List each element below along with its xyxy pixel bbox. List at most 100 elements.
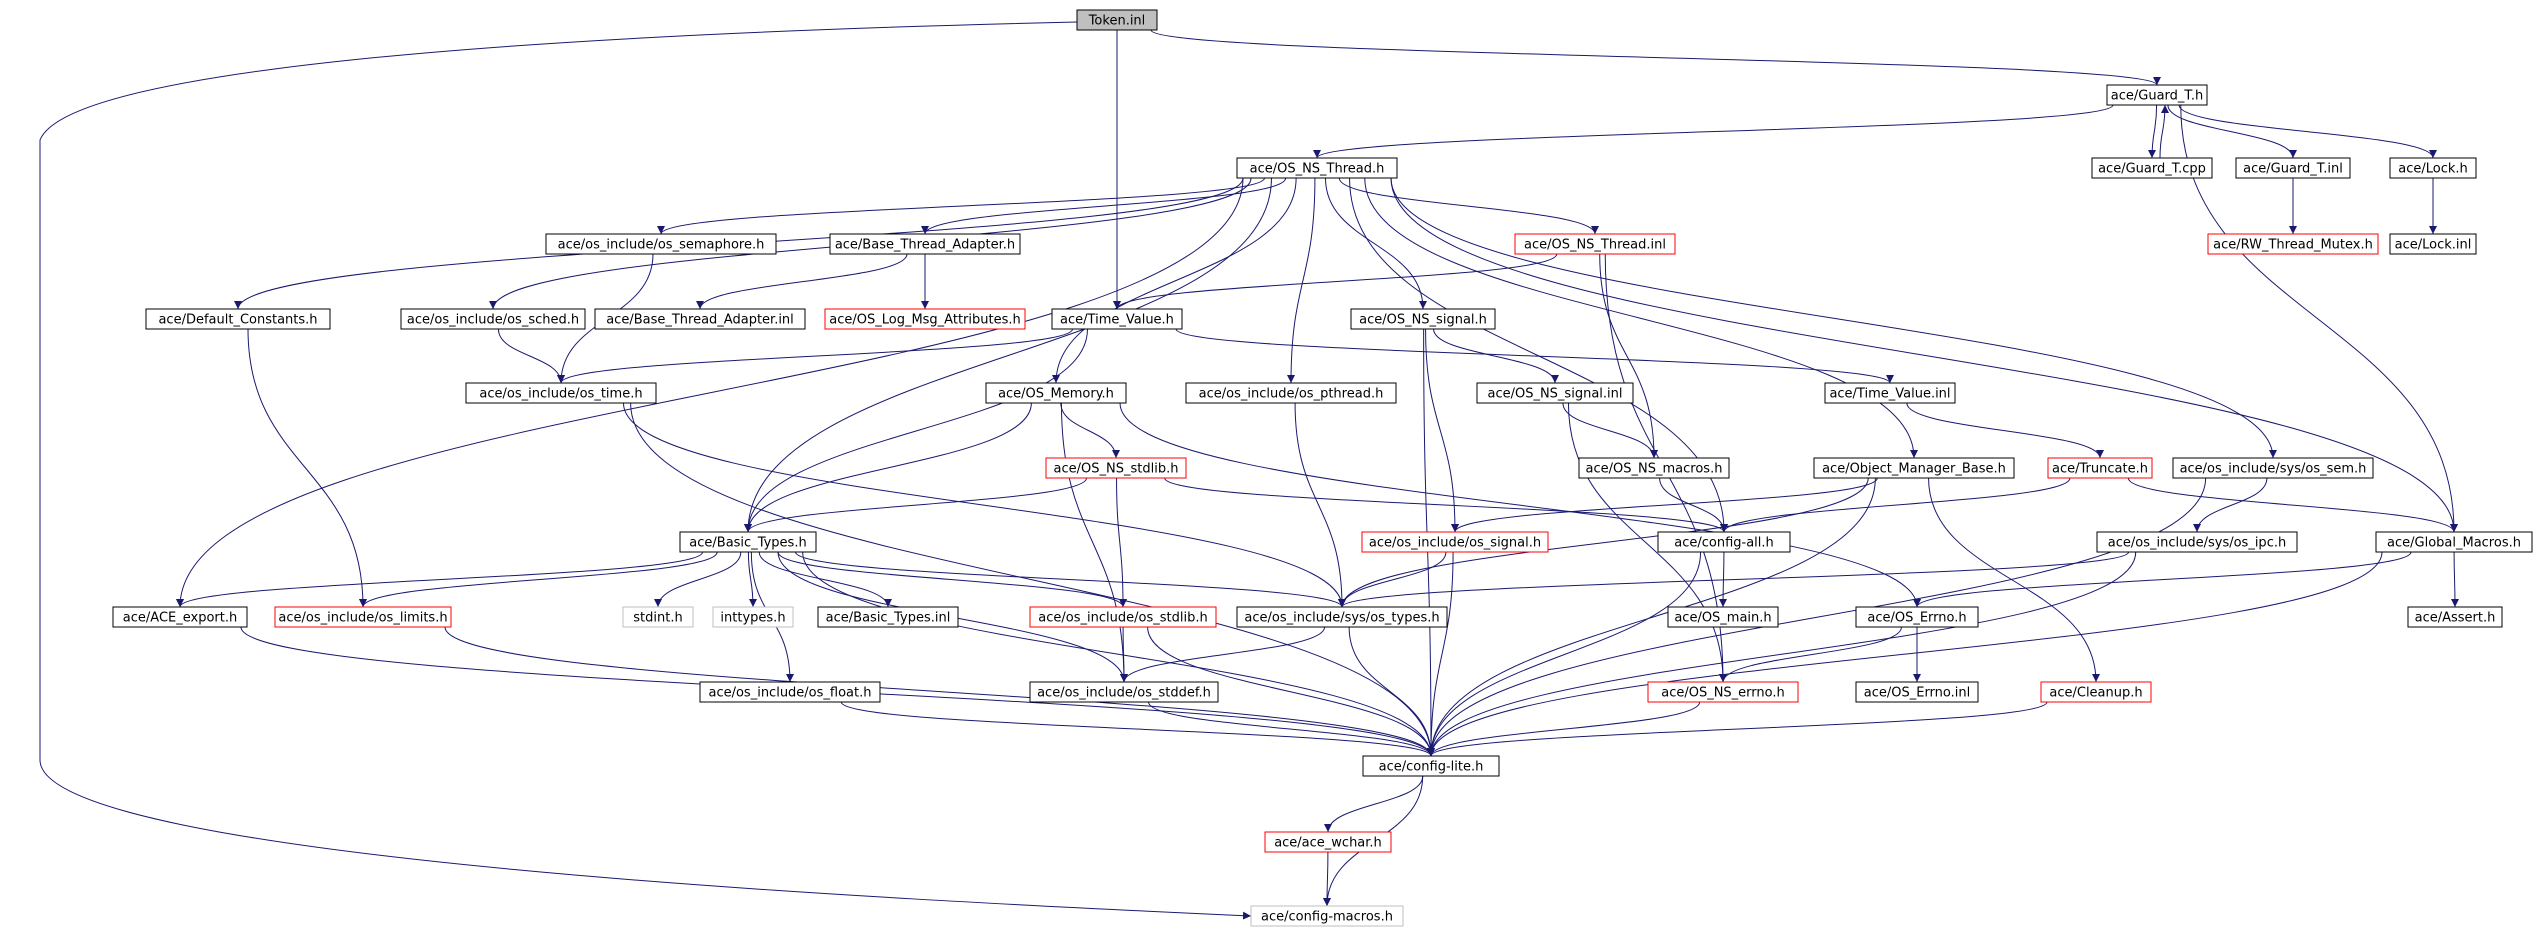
node-label: ace/os_include/os_stddef.h — [1037, 686, 1211, 701]
node-base_thread_adapter_h[interactable]: ace/Base_Thread_Adapter.h — [829, 233, 1021, 255]
node-os_types_h[interactable]: ace/os_include/sys/os_types.h — [1236, 606, 1448, 628]
node-time_value_inl[interactable]: ace/Time_Value.inl — [1824, 382, 1956, 404]
edge-os_ns_signal_h-to-os_ns_signal_inl — [1433, 328, 1559, 384]
node-basic_types_inl[interactable]: ace/Basic_Types.inl — [817, 606, 959, 628]
node-box — [1824, 382, 1956, 404]
node-label: ace/Basic_Types.h — [689, 536, 806, 551]
node-basic_types_h[interactable]: ace/Basic_Types.h — [679, 531, 817, 553]
node-box — [1476, 382, 1634, 404]
node-os_errno_inl[interactable]: ace/OS_Errno.inl — [1855, 681, 1979, 703]
node-os_main_h[interactable]: ace/OS_main.h — [1667, 606, 1779, 628]
node-lock_inl[interactable]: ace/Lock.inl — [2389, 233, 2477, 255]
node-box — [1578, 457, 1730, 479]
node-os_time_h[interactable]: ace/os_include/os_time.h — [465, 382, 657, 404]
edge-object_manager_base_h-to-cleanup_h — [1928, 477, 2100, 683]
node-box — [679, 531, 817, 553]
edge-object_manager_base_h-to-os_types_h — [1338, 477, 1869, 608]
node-box — [2096, 531, 2298, 553]
node-token_inl[interactable]: Token.inl — [1076, 9, 1158, 31]
node-box — [1657, 531, 1791, 553]
node-config_macros_h[interactable]: ace/config-macros.h — [1250, 905, 1404, 927]
node-os_ns_errno_h[interactable]: ace/OS_NS_errno.h — [1647, 681, 1799, 703]
node-label: ace/os_include/sys/os_types.h — [1244, 611, 1439, 626]
node-os_ns_thread_h[interactable]: ace/OS_NS_Thread.h — [1236, 157, 1398, 179]
node-truncate_h[interactable]: ace/Truncate.h — [2047, 457, 2153, 479]
edge-basic_types_h-to-basic_types_inl — [758, 551, 892, 608]
node-os_log_msg_attributes_h[interactable]: ace/OS_Log_Msg_Attributes.h — [824, 308, 1026, 330]
node-label: ace/Base_Thread_Adapter.h — [835, 238, 1015, 253]
edge-os_ns_thread_h-to-os_pthread_h — [1287, 177, 1316, 384]
node-config_lite_h[interactable]: ace/config-lite.h — [1362, 755, 1500, 777]
edge-os_ns_signal_inl-to-os_ns_macros_h — [1562, 402, 1658, 459]
node-label: ace/OS_NS_Thread.h — [1250, 162, 1385, 177]
node-label: ace/OS_NS_signal.inl — [1487, 387, 1622, 402]
node-rw_thread_mutex_h[interactable]: ace/RW_Thread_Mutex.h — [2207, 233, 2379, 255]
node-label: ace/OS_NS_Thread.inl — [1524, 238, 1666, 253]
node-os_sched_h[interactable]: ace/os_include/os_sched.h — [400, 308, 586, 330]
node-label: ace/Object_Manager_Base.h — [1822, 462, 2006, 477]
node-os_sem_h[interactable]: ace/os_include/sys/os_sem.h — [2172, 457, 2374, 479]
node-cleanup_h[interactable]: ace/Cleanup.h — [2040, 681, 2152, 703]
node-os_semaphore_h[interactable]: ace/os_include/os_semaphore.h — [545, 233, 777, 255]
node-time_value_h[interactable]: ace/Time_Value.h — [1051, 308, 1183, 330]
node-os_ns_signal_inl[interactable]: ace/OS_NS_signal.inl — [1476, 382, 1634, 404]
node-box — [1362, 755, 1500, 777]
node-os_limits_h[interactable]: ace/os_include/os_limits.h — [274, 606, 452, 628]
node-base_thread_adapter_inl[interactable]: ace/Base_Thread_Adapter.inl — [594, 308, 806, 330]
node-ace_wchar_h[interactable]: ace/ace_wchar.h — [1264, 831, 1392, 853]
edge-os_ns_thread_h-to-ace_export_h — [176, 177, 1244, 608]
node-ace_export_h[interactable]: ace/ACE_export.h — [112, 606, 248, 628]
node-label: ace/Default_Constants.h — [158, 313, 317, 328]
node-box — [2106, 84, 2208, 106]
node-os_ns_signal_h[interactable]: ace/OS_NS_signal.h — [1350, 308, 1496, 330]
node-box — [712, 606, 794, 628]
node-label: ace/os_include/os_stdlib.h — [1038, 611, 1207, 626]
node-config_all_h[interactable]: ace/config-all.h — [1657, 531, 1791, 553]
edge-truncate_h-to-global_macros_h — [2127, 477, 2458, 533]
edge-global_macros_h-to-assert_h — [2450, 551, 2459, 608]
edge-time_value_h-to-basic_types_h — [744, 328, 1088, 533]
node-os_memory_h[interactable]: ace/OS_Memory.h — [985, 382, 1127, 404]
node-os_float_h[interactable]: ace/os_include/os_float.h — [699, 681, 881, 703]
node-box — [1045, 457, 1187, 479]
node-label: ace/OS_main.h — [1674, 611, 1771, 626]
node-global_macros_h[interactable]: ace/Global_Macros.h — [2375, 531, 2533, 553]
node-os_ns_stdlib_h[interactable]: ace/OS_NS_stdlib.h — [1045, 457, 1187, 479]
node-lock_h[interactable]: ace/Lock.h — [2389, 157, 2477, 179]
node-box — [400, 308, 586, 330]
node-default_constants_h[interactable]: ace/Default_Constants.h — [145, 308, 331, 330]
edge-os_memory_h-to-os_stddef_h — [1060, 402, 1128, 683]
node-assert_h[interactable]: ace/Assert.h — [2407, 606, 2503, 628]
node-box — [699, 681, 881, 703]
node-os_stdlib_h[interactable]: ace/os_include/os_stdlib.h — [1029, 606, 1217, 628]
node-os_ns_thread_inl[interactable]: ace/OS_NS_Thread.inl — [1514, 233, 1676, 255]
edge-os_ns_thread_h-to-os_semaphore_h — [657, 177, 1266, 235]
node-guard_t_inl[interactable]: ace/Guard_T.inl — [2235, 157, 2351, 179]
edge-os_sched_h-to-os_time_h — [497, 328, 565, 384]
node-os_stddef_h[interactable]: ace/os_include/os_stddef.h — [1029, 681, 1219, 703]
node-os_ns_macros_h[interactable]: ace/OS_NS_macros.h — [1578, 457, 1730, 479]
edge-object_manager_base_h-to-config_lite_h — [1427, 477, 1876, 757]
edge-os_ns_thread_h-to-object_manager_base_h — [1364, 177, 1918, 459]
node-label: ace/OS_NS_signal.h — [1359, 313, 1487, 328]
node-os_signal_h[interactable]: ace/os_include/os_signal.h — [1361, 531, 1549, 553]
edge-os_ns_thread_inl-to-os_ns_macros_h — [1599, 253, 1658, 459]
node-box — [1813, 457, 2015, 479]
node-os_ipc_h[interactable]: ace/os_include/sys/os_ipc.h — [2096, 531, 2298, 553]
edge-os_ns_stdlib_h-to-config_all_h — [1164, 477, 1728, 533]
node-guard_t_h[interactable]: ace/Guard_T.h — [2106, 84, 2208, 106]
edge-basic_types_h-to-ace_export_h — [176, 551, 704, 608]
edge-os_ns_thread_h-to-global_macros_h — [1390, 177, 2458, 533]
edge-os_ns_thread_h-to-os_ns_signal_h — [1324, 177, 1427, 310]
node-os_pthread_h[interactable]: ace/os_include/os_pthread.h — [1185, 382, 1397, 404]
node-object_manager_base_h[interactable]: ace/Object_Manager_Base.h — [1813, 457, 2015, 479]
edge-time_value_h-to-os_time_h — [557, 328, 1074, 384]
node-stdint_h[interactable]: stdint.h — [622, 606, 694, 628]
edge-os_ns_errno_h-to-config_lite_h — [1427, 701, 1701, 757]
node-os_errno_h[interactable]: ace/OS_Errno.h — [1855, 606, 1979, 628]
node-box — [1029, 681, 1219, 703]
node-inttypes_h[interactable]: inttypes.h — [712, 606, 794, 628]
node-guard_t_cpp[interactable]: ace/Guard_T.cpp — [2091, 157, 2213, 179]
node-box — [1514, 233, 1676, 255]
edge-os_memory_h-to-os_errno_h — [1119, 402, 1921, 608]
